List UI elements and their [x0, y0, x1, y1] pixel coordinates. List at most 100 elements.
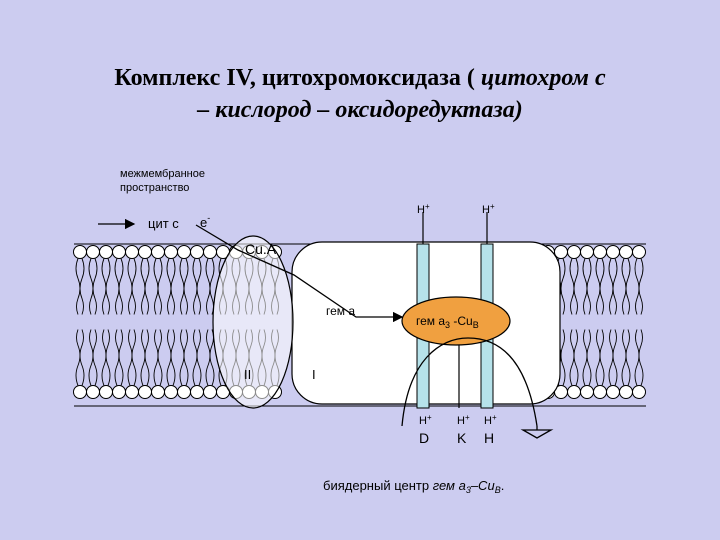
lipid-tail: [167, 330, 171, 386]
lipid-head: [620, 246, 633, 259]
lipid-tail: [596, 259, 600, 315]
lipid-tail: [639, 330, 643, 386]
lipid-tail: [570, 330, 574, 386]
proton-bottom-h: H+: [484, 413, 497, 427]
lipid-tail: [206, 259, 210, 315]
lipid-head: [152, 386, 165, 399]
lipid-tail: [158, 330, 162, 386]
lipid-tail: [587, 330, 591, 386]
lipid-head: [165, 246, 178, 259]
lipid-tail: [158, 259, 162, 315]
channel-h-label: H: [484, 430, 494, 446]
lipid-tail: [119, 259, 123, 315]
binuclear-center-caption: биядерный центр гем а3–CuB.: [323, 478, 504, 495]
lipid-tail: [197, 259, 201, 315]
lipid-head: [113, 246, 126, 259]
lipid-tail: [132, 259, 136, 315]
lipid-head: [100, 386, 113, 399]
lipid-tail: [574, 330, 578, 386]
lipid-head: [204, 386, 217, 399]
lipid-head: [113, 386, 126, 399]
lipid-tail: [145, 259, 149, 315]
lipid-tail: [128, 259, 132, 315]
lipid-head: [139, 386, 152, 399]
channel-k-label: K: [457, 430, 467, 446]
lipid-head: [165, 386, 178, 399]
lipid-tail: [184, 259, 188, 315]
lipid-head: [139, 246, 152, 259]
lipid-head: [191, 246, 204, 259]
lipid-tail: [154, 330, 158, 386]
lipid-head: [607, 386, 620, 399]
lipid-head: [581, 246, 594, 259]
lipid-tail: [145, 330, 149, 386]
lipid-tail: [119, 330, 123, 386]
proton-top-h: H+: [482, 202, 495, 216]
lipid-tail: [561, 259, 565, 315]
lipid-tail: [583, 259, 587, 315]
lipid-tail: [80, 330, 84, 386]
lipid-head: [594, 246, 607, 259]
lipid-head: [568, 386, 581, 399]
lipid-tail: [622, 259, 626, 315]
cua-label: Cu.A: [245, 241, 277, 257]
lipid-tail: [613, 330, 617, 386]
lipid-head: [191, 386, 204, 399]
lipid-tail: [80, 259, 84, 315]
lipid-tail: [600, 330, 604, 386]
electron-label: е-: [200, 213, 210, 230]
proton-top-d: H+: [417, 202, 430, 216]
lipid-tail: [76, 330, 80, 386]
lipid-tail: [115, 259, 119, 315]
lipid-head: [126, 246, 139, 259]
lipid-tail: [600, 259, 604, 315]
lipid-head: [633, 386, 646, 399]
lipid-tail: [184, 330, 188, 386]
lipid-tail: [167, 259, 171, 315]
lipid-head: [74, 386, 87, 399]
lipid-tail: [622, 330, 626, 386]
lipid-tail: [609, 330, 613, 386]
lipid-head: [607, 246, 620, 259]
subunit-ii-ellipse: [213, 236, 293, 408]
lipid-tail: [626, 330, 630, 386]
lipid-head: [594, 386, 607, 399]
lipid-tail: [197, 330, 201, 386]
lipid-tail: [102, 330, 106, 386]
lipid-head: [178, 246, 191, 259]
lipid-tail: [613, 259, 617, 315]
lipid-tail: [171, 259, 175, 315]
lipid-tail: [132, 330, 136, 386]
lipid-tail: [180, 259, 184, 315]
lipid-head: [100, 246, 113, 259]
lipid-tail: [89, 330, 93, 386]
lipid-tail: [141, 330, 145, 386]
subunit-ii-label: II: [244, 367, 251, 382]
lipid-tail: [193, 330, 197, 386]
lipid-tail: [141, 259, 145, 315]
lipid-head: [152, 246, 165, 259]
lipid-tail: [574, 259, 578, 315]
lipid-tail: [583, 330, 587, 386]
lipid-head: [633, 246, 646, 259]
proton-bottom-d: H+: [419, 413, 432, 427]
lipid-head: [581, 386, 594, 399]
lipid-tail: [635, 259, 639, 315]
lipid-tail: [587, 259, 591, 315]
lipid-head: [74, 246, 87, 259]
channel-d-label: D: [419, 430, 429, 446]
lipid-tail: [106, 330, 110, 386]
lipid-head: [178, 386, 191, 399]
lipid-tail: [206, 330, 210, 386]
lipid-head: [568, 246, 581, 259]
lipid-tail: [635, 330, 639, 386]
proton-bottom-k: H+: [457, 413, 470, 427]
lipid-tail: [171, 330, 175, 386]
lipid-tail: [106, 259, 110, 315]
lipid-tail: [639, 259, 643, 315]
lipid-tail: [89, 259, 93, 315]
lipid-tail: [93, 330, 97, 386]
cyt-c-label: цит с: [148, 216, 179, 231]
ground-symbol: [523, 430, 551, 438]
lipid-tail: [102, 259, 106, 315]
